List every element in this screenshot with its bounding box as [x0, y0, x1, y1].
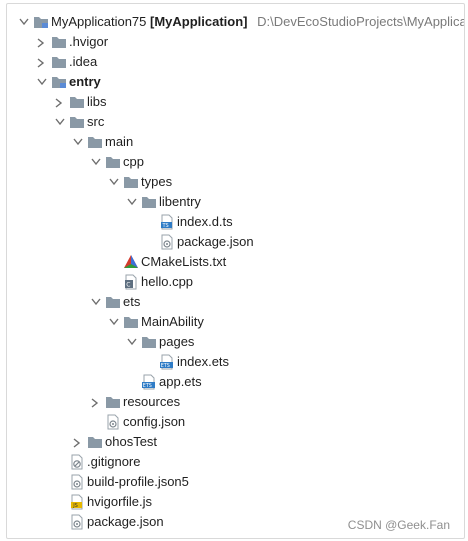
- tree-item-label: app.ets: [159, 374, 202, 389]
- folder-icon: [87, 434, 103, 450]
- chevron-down-icon[interactable]: [107, 172, 121, 192]
- folder-icon: [33, 14, 49, 30]
- chevron-down-icon[interactable]: [17, 12, 31, 32]
- tree-item-label: .hvigor: [69, 34, 109, 49]
- tree-item-label: libentry: [159, 194, 201, 209]
- folder-icon: [69, 94, 85, 110]
- json-file-icon: [105, 414, 121, 430]
- svg-text:JS: JS: [72, 503, 78, 509]
- tree-item-label: ohosTest: [105, 434, 158, 449]
- tree-item-label: ets: [123, 294, 141, 309]
- chevron-right-icon[interactable]: [71, 432, 85, 452]
- folder-icon: [105, 154, 121, 170]
- tree-item-label: index.d.ts: [177, 214, 233, 229]
- tree-item-label: .gitignore: [87, 454, 141, 469]
- json-file-icon: [159, 234, 175, 250]
- folder-icon: [51, 34, 67, 50]
- chevron-right-icon[interactable]: [35, 52, 49, 72]
- tree-item-label: hello.cpp: [141, 274, 194, 289]
- chevron-down-icon[interactable]: [125, 192, 139, 212]
- svg-text:C: C: [126, 282, 130, 289]
- gitignore-file-icon: [69, 454, 85, 470]
- ets-file-icon: ETS: [141, 374, 157, 390]
- project-path: D:\DevEcoStudioProjects\MyApplicat: [257, 14, 465, 29]
- tree-item-label: .idea: [69, 54, 98, 69]
- tree-item-label: CMakeLists.txt: [141, 254, 227, 269]
- tree-item-label: libs: [87, 94, 107, 109]
- cmake-file-icon: [123, 254, 139, 270]
- cpp-file-icon: C: [123, 274, 139, 290]
- ets-file-icon: ETS: [159, 354, 175, 370]
- tree-item-label: package.json: [177, 234, 254, 249]
- chevron-down-icon[interactable]: [125, 332, 139, 352]
- watermark: CSDN @Geek.Fan: [347, 518, 450, 532]
- json-file-icon: [69, 474, 85, 490]
- ts-file-icon: TS: [159, 214, 175, 230]
- chevron-down-icon[interactable]: [89, 152, 103, 172]
- folder-icon: [105, 394, 121, 410]
- js-file-icon: JS: [69, 494, 85, 510]
- tree-item-label: src: [87, 114, 105, 129]
- module-tag: [MyApplication]: [150, 14, 248, 29]
- tree-item-label: types: [141, 174, 173, 189]
- svg-text:ETS: ETS: [161, 363, 170, 369]
- chevron-right-icon[interactable]: [89, 392, 103, 412]
- folder-icon: [123, 174, 139, 190]
- tree-item-label: pages: [159, 334, 195, 349]
- project-name: MyApplication75: [51, 14, 147, 29]
- chevron-down-icon[interactable]: [35, 72, 49, 92]
- json-file-icon: [69, 514, 85, 530]
- folder-icon: [69, 114, 85, 130]
- chevron-down-icon[interactable]: [71, 132, 85, 152]
- tree-item-label: MainAbility: [141, 314, 204, 329]
- tree-item-label: config.json: [123, 414, 186, 429]
- chevron-right-icon[interactable]: [53, 92, 67, 112]
- chevron-right-icon[interactable]: [35, 32, 49, 52]
- tree-item-label: package.json: [87, 514, 164, 529]
- tree-item-label: index.ets: [177, 354, 230, 369]
- folder-icon: [105, 294, 121, 310]
- svg-text:ETS: ETS: [143, 383, 152, 389]
- chevron-down-icon[interactable]: [107, 312, 121, 332]
- folder-icon: [141, 334, 157, 350]
- chevron-down-icon[interactable]: [53, 112, 67, 132]
- tree-item-label: cpp: [123, 154, 144, 169]
- tree-item-label: hvigorfile.js: [87, 494, 153, 509]
- folder-icon: [87, 134, 103, 150]
- folder-icon: [141, 194, 157, 210]
- folder-icon: [123, 314, 139, 330]
- folder-icon: [51, 54, 67, 70]
- tree-item-label: main: [105, 134, 134, 149]
- chevron-down-icon[interactable]: [89, 292, 103, 312]
- project-tree-panel: MyApplication75 [MyApplication] D:\DevEc…: [6, 3, 465, 539]
- folder-icon: [51, 74, 67, 90]
- tree-item-label: build-profile.json5: [87, 474, 189, 489]
- tree-item-label: resources: [123, 394, 181, 409]
- tree-item-label: entry: [69, 74, 101, 89]
- svg-text:TS: TS: [162, 223, 169, 229]
